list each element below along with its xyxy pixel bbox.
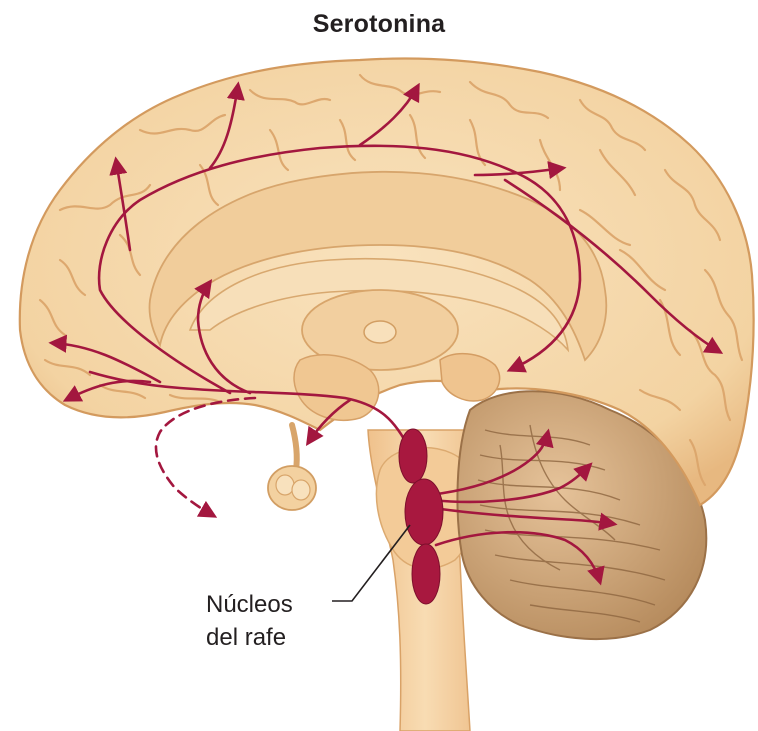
interthalamic-adhesion [364, 321, 396, 343]
pathway-dashed-descending [156, 398, 255, 516]
raphe-nucleus-3 [412, 544, 440, 604]
raphe-nucleus-1 [399, 429, 427, 483]
raphe-nucleus-2 [405, 479, 443, 545]
raphe-label-line-1: Núcleos [206, 588, 293, 621]
raphe-nuclei-label: Núcleos del rafe [206, 588, 293, 654]
pituitary-stalk [292, 425, 297, 470]
raphe-label-line-2: del rafe [206, 621, 293, 654]
